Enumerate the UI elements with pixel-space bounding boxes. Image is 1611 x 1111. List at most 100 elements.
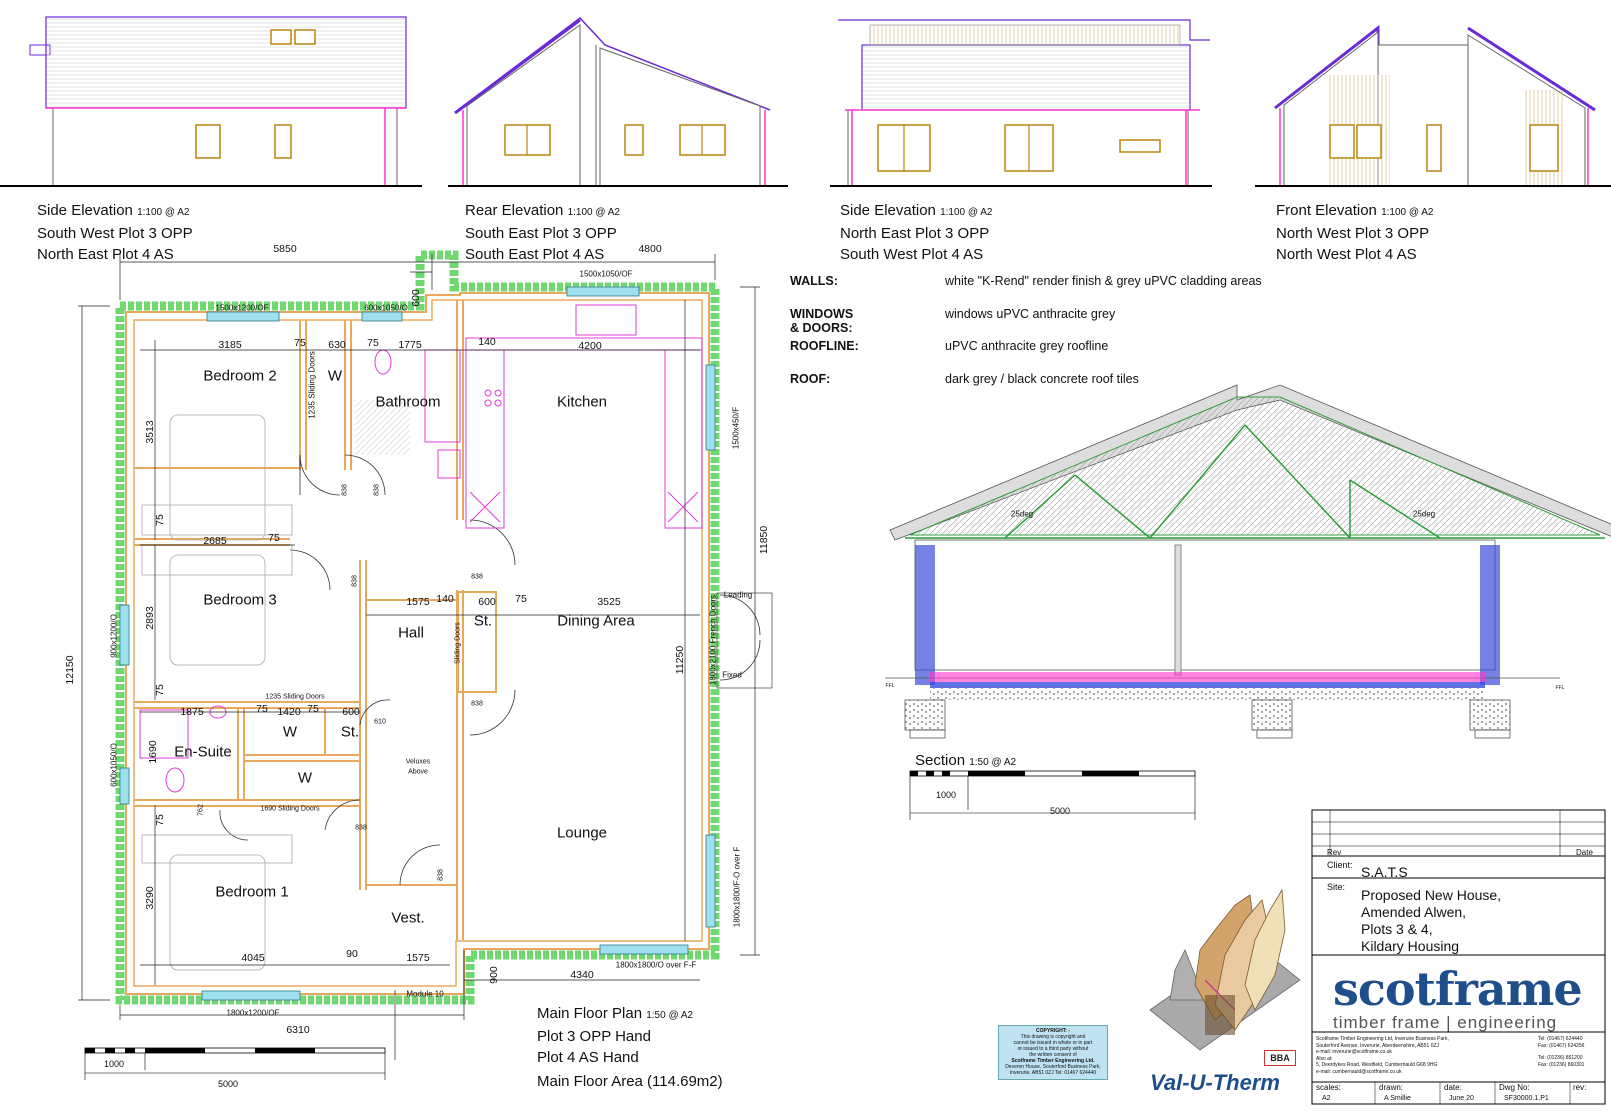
elevation-3-scale: 1:100 @ A2 [940, 207, 993, 218]
plan-caption-title: Main Floor Plan [537, 1005, 643, 1022]
plan-scale-1000: 1000 [103, 1059, 125, 1069]
tb-address-4: Also at: [1316, 1055, 1333, 1062]
room-bedroom-1: Bedroom 1 [215, 883, 289, 901]
note-sliding-doors-4: Sliding Doors [454, 622, 462, 664]
dim-1875: 1875 [180, 706, 204, 718]
section-pitch-right: 25deg [1412, 509, 1436, 519]
window-label-2: 600x1050/O [364, 303, 408, 313]
spec-roofline-value: uPVC anthracite grey roofline [945, 339, 1109, 353]
dim-75-f: 75 [154, 684, 166, 696]
copyright-line-4: the written consent of [1029, 1052, 1077, 1058]
elevation-1-line2: South West Plot 3 OPP [37, 225, 193, 242]
tb-address-6: e-mail: cumbernauld@scotframe.co.uk [1316, 1068, 1402, 1075]
elevation-rear [448, 16, 788, 187]
spec-walls-value: white "K-Rend" render finish & grey uPVC… [945, 274, 1262, 288]
dim-4800: 4800 [638, 243, 662, 255]
dim-630: 630 [328, 339, 346, 351]
spec-roof-label: ROOF: [790, 372, 831, 386]
dim-1775: 1775 [398, 339, 422, 351]
floor-plan [78, 250, 773, 1080]
tb-site-line-4: Kildary Housing [1361, 938, 1460, 954]
plan-scale-bar [84, 1047, 386, 1080]
tb-rev-field-label: rev: [1573, 1083, 1587, 1092]
copyright-line-5: Scotframe Timber Engineering Ltd. [1011, 1058, 1095, 1064]
dim-600-b: 600 [478, 596, 496, 608]
elevation-4-scale: 1:100 @ A2 [1381, 207, 1434, 218]
elevation-caption-1: Side Elevation 1:100 @ A2 South West Plo… [37, 200, 193, 265]
val-u-therm-logo: Val-U-Therm [1150, 1070, 1280, 1095]
dim-75-h: 75 [307, 703, 319, 715]
dim-3290: 3290 [144, 886, 156, 910]
dim-75-e: 75 [515, 593, 527, 605]
room-store-2: St. [340, 723, 360, 741]
room-hall: Hall [398, 624, 424, 642]
door-label-fixed: Fixed [722, 670, 742, 680]
note-sliding-doors-2: 1235 Sliding Doors [265, 693, 325, 701]
room-store-hall: St. [473, 612, 493, 630]
dim-75-c: 75 [154, 514, 166, 526]
tb-address-2: Souterford Avenue, Inverurie, Aberdeensh… [1316, 1042, 1440, 1049]
plan-caption-area: Main Floor Area (114.69m2) [537, 1073, 723, 1090]
elevation-caption-4: Front Elevation 1:100 @ A2 North West Pl… [1276, 200, 1433, 265]
room-dining-area: Dining Area [557, 612, 635, 630]
dim-1690: 1690 [147, 740, 159, 764]
note-veluxes-above: Above [408, 768, 428, 776]
note-veluxes: Veluxes [405, 758, 431, 766]
dim-5850: 5850 [273, 243, 297, 255]
room-kitchen: Kitchen [556, 393, 608, 411]
section-caption: Section 1:50 @ A2 [915, 750, 1016, 773]
dim-11850: 11850 [758, 525, 770, 555]
elevation-side-sw [0, 16, 422, 187]
copyright-line-6: Deveron House, Souterford Business Park, [1005, 1064, 1101, 1070]
room-bathroom: Bathroom [375, 393, 441, 411]
tb-address-1: Scotframe Timber Engineering Ltd, Inveru… [1316, 1036, 1449, 1042]
dim-6310: 6310 [286, 1024, 310, 1036]
dim-4045: 4045 [241, 952, 265, 964]
copyright-line-7: Inverurie, AB51 0ZJ Tel: 01467 624440 [1009, 1070, 1097, 1076]
elevation-2-line2: South East Plot 3 OPP [465, 225, 617, 242]
tb-date-label: Date [1576, 848, 1593, 857]
note-838-e: 838 [471, 700, 483, 708]
tb-tel-1: Tel: (01467) 624440 [1538, 1036, 1583, 1042]
tb-site-line-3: Plots 3 & 4, [1361, 921, 1433, 937]
note-838-g: 838 [437, 869, 445, 881]
room-bedroom-3: Bedroom 3 [203, 591, 277, 609]
elevation-2-title: Rear Elevation [465, 202, 564, 219]
tb-site-label: Site: [1327, 882, 1346, 892]
copyright-notice: COPYRIGHT: - This drawing is copyright a… [998, 1025, 1108, 1080]
copyright-line-2: cannot be issued in whole or in part [1013, 1040, 1093, 1046]
tb-site-line-1: Proposed New House, [1361, 887, 1502, 903]
dim-3525: 3525 [597, 596, 621, 608]
dim-1420: 1420 [277, 706, 301, 718]
elevation-3-line3: South West Plot 4 AS [840, 246, 984, 263]
tb-phones: Tel: (01467) 624440 Fax: (01467) 624256 … [1538, 1036, 1584, 1068]
tb-date-value: June 20 [1449, 1095, 1474, 1102]
copyright-line-3: or issued to a third party without [1017, 1046, 1089, 1052]
elevation-caption-2: Rear Elevation 1:100 @ A2 South East Plo… [465, 200, 620, 265]
tb-dwg-label: Dwg No: [1499, 1083, 1530, 1092]
window-label-5: 900x1200/O [109, 614, 119, 658]
dim-90: 90 [346, 948, 358, 960]
spec-roof-value: dark grey / black concrete roof tiles [945, 372, 1139, 386]
tb-client: S.A.T.S [1361, 864, 1408, 880]
section-scale-5000: 5000 [1049, 806, 1071, 816]
dim-900: 900 [488, 966, 500, 984]
dim-75-a: 75 [294, 337, 306, 349]
room-lounge: Lounge [556, 824, 608, 842]
tb-address: Scotframe Timber Engineering Ltd, Inveru… [1316, 1036, 1449, 1075]
dim-11250: 11250 [674, 645, 686, 675]
elevation-3-title: Side Elevation [840, 202, 936, 219]
dim-140-a: 140 [478, 336, 496, 348]
window-label-3: 1500x1050/OF [579, 269, 633, 279]
dim-3185: 3185 [218, 339, 242, 351]
section-ffl-right: FFL [1555, 685, 1565, 691]
elevation-side-ne [830, 19, 1212, 187]
window-label-10: 1800x1200/OF [226, 1008, 280, 1018]
window-label-7: 1800x2100 French Doors [708, 594, 718, 686]
section-title: Section [915, 752, 966, 769]
elevation-4-title: Front Elevation [1276, 202, 1377, 219]
dim-2685: 2685 [203, 535, 227, 547]
section-scale: 1:50 @ A2 [969, 757, 1017, 768]
note-module-10: Module 10 [406, 989, 444, 999]
